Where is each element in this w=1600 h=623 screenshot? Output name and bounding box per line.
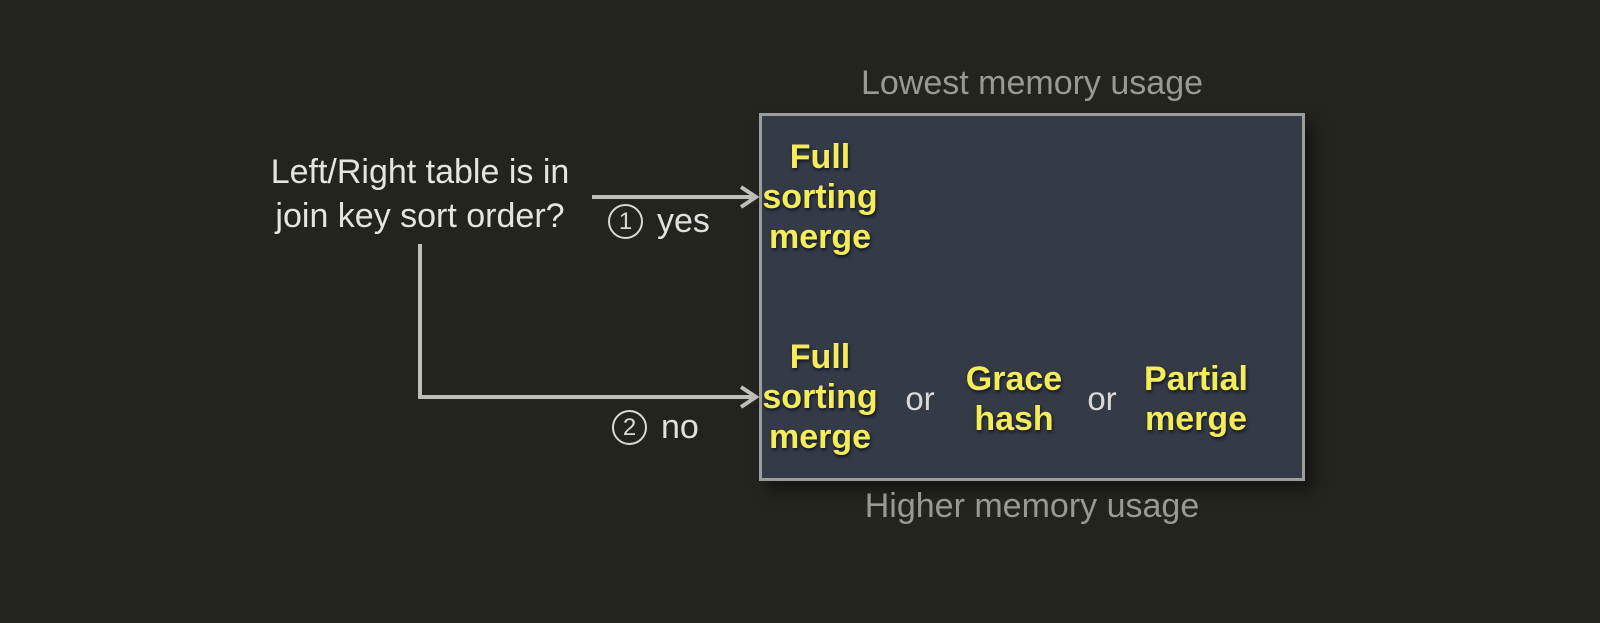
arrow-no-head [739,385,760,409]
algo-full-sorting-merge-sorted: Full sorting merge [762,138,878,256]
algorithms-box [759,113,1305,481]
circled-number-1-icon: 1 [608,204,643,239]
circled-number-2-icon: 2 [612,410,647,445]
or-separator-2: or [1087,380,1117,417]
lowest-memory-label: Lowest memory usage [860,64,1204,102]
algo-full-sorting-merge-unsorted: Full sorting merge [762,338,878,456]
algo-partial-merge: Partial merge [1144,360,1248,438]
question-line-1: Left/Right table is in [270,153,570,191]
branch-no-text: no [661,408,699,446]
branch-label-no: 2 no [612,408,699,447]
question-text: Left/Right table is in join key sort ord… [230,150,610,238]
arrow-no-line [418,244,752,399]
branch-yes-text: yes [657,202,710,240]
branch-label-yes: 1 yes [608,202,710,241]
higher-memory-label: Higher memory usage [864,487,1200,525]
algo-grace-hash: Grace hash [965,360,1063,438]
question-line-2: join key sort order? [275,197,565,235]
arrow-yes-head [739,185,760,209]
or-separator-1: or [905,380,935,417]
